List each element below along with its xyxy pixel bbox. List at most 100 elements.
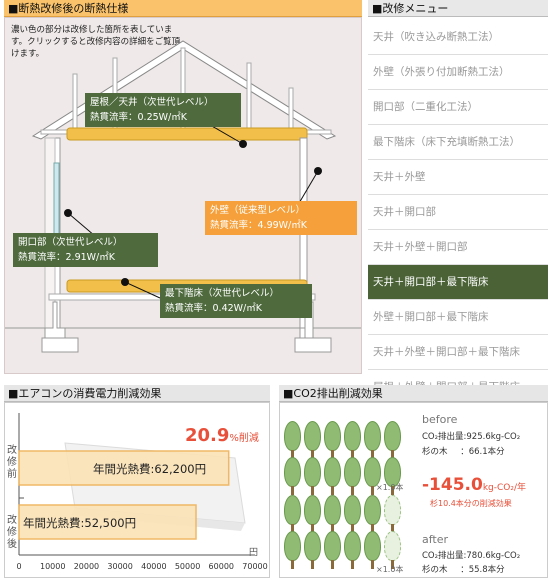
- x-tick-label: 30000: [107, 562, 132, 571]
- cedar-tree-icon: [324, 421, 341, 459]
- cedar-tree-icon: [384, 421, 401, 459]
- after-label: after: [422, 533, 449, 546]
- tree-grid-after: [284, 495, 414, 575]
- cedar-tree-icon: [304, 421, 321, 459]
- foundation-left: [41, 337, 79, 353]
- cedar-tree-icon: [364, 421, 381, 459]
- house-intro-text: 濃い色の部分は改修した箇所を表しています。クリックすると改修内容の詳細をご覧頂け…: [11, 25, 181, 59]
- floor-callout[interactable]: 最下階床（次世代レベル） 熱貫流率：0.42W/㎡K: [160, 284, 312, 318]
- after-emission: CO₂排出量:780.6kg-CO₂: [422, 551, 521, 561]
- after-trees-value: ：55.8本分: [460, 565, 505, 575]
- before-emission: CO₂排出量:925.6kg-CO₂: [422, 432, 521, 442]
- cedar-tree-icon: [324, 457, 341, 495]
- cost-bar: [18, 450, 230, 486]
- floor-callout-value: 熱貫流率：0.42W/㎡K: [165, 303, 262, 314]
- cedar-tree-icon: [284, 421, 301, 459]
- menu-item[interactable]: 天井＋開口部: [368, 195, 548, 230]
- cedar-tree-icon: [284, 495, 301, 533]
- cedar-tree-icon: [304, 495, 321, 533]
- cost-bar-label: 年間光熱費:62,200円: [93, 462, 206, 476]
- menu-item[interactable]: 外壁＋開口部＋最下階床: [368, 300, 548, 335]
- menu-item[interactable]: 天井＋開口部＋最下階床: [368, 265, 548, 300]
- before-trees-value: ：66.1本分: [460, 447, 505, 457]
- co2-delta: -145.0kg-CO₂/年: [422, 475, 526, 495]
- ceiling-insulation: [66, 127, 308, 141]
- menu-item[interactable]: 天井＋外壁: [368, 160, 548, 195]
- menu-item[interactable]: 天井＋外壁＋開口部: [368, 230, 548, 265]
- x-tick-label: 0: [16, 562, 21, 571]
- menu-item[interactable]: 最下階床（床下充填断熱工法）: [368, 125, 548, 160]
- cedar-tree-icon: [384, 457, 401, 495]
- reduction-unit: %削減: [229, 433, 259, 444]
- menu-item[interactable]: 天井（吹き込み断熱工法）: [368, 20, 548, 55]
- roof-callout-value: 熱貫流率：0.25W/㎡K: [90, 112, 187, 123]
- cedar-tree-icon: [364, 495, 381, 533]
- wall-callout-value: 熱貫流率：4.99W/㎡K: [210, 220, 307, 231]
- x-tick-label: 40000: [141, 562, 166, 571]
- x-tick-label: 20000: [74, 562, 99, 571]
- cedar-tree-icon: [344, 495, 361, 533]
- reduction-value: 20.9: [185, 425, 230, 446]
- cedar-tree-icon: [324, 495, 341, 533]
- before-trees-label: 杉の木: [422, 447, 448, 457]
- after-trees: 杉の木 ：55.8本分: [422, 563, 505, 575]
- cedar-tree-icon: [364, 457, 381, 495]
- x-tick-label: 70000: [242, 562, 267, 571]
- cedar-tree-icon: [384, 495, 401, 533]
- before-label: before: [422, 413, 458, 426]
- cedar-tree-icon: [324, 531, 341, 569]
- x-tick-label: 10000: [40, 562, 65, 571]
- x-tick-label: 60000: [209, 562, 234, 571]
- cedar-tree-icon: [344, 421, 361, 459]
- opening-callout-title: 開口部（次世代レベル）: [18, 237, 123, 248]
- menu-item[interactable]: 天井＋外壁＋開口部＋最下階床: [368, 335, 548, 370]
- tree-multiplier-after: ×1.0本: [376, 565, 404, 574]
- tree-grid-before: [284, 421, 414, 501]
- opening-callout-value: 熱貫流率：2.91W/㎡K: [18, 252, 115, 263]
- ac-savings-chart-panel: 20.9%削減 改修前 改修後 円 年間光熱費:62,200円年間光熱費:52,…: [4, 402, 270, 578]
- menu-header: ■改修メニュー: [368, 0, 548, 17]
- co2-delta-sub: 杉10.4本分の削減効果: [430, 499, 512, 508]
- ac-panel-title: ■エアコンの消費電力削減効果: [8, 387, 162, 400]
- co2-panel-title: ■CO2排出削減効果: [283, 387, 383, 400]
- cedar-tree-icon: [284, 531, 301, 569]
- co2-panel-header: ■CO2排出削減効果: [279, 385, 548, 402]
- before-trees: 杉の木 ：66.1本分: [422, 445, 505, 457]
- cedar-tree-icon: [304, 531, 321, 569]
- cedar-tree-icon: [344, 531, 361, 569]
- tree-multiplier-before: ×1.0本: [376, 483, 404, 492]
- house-diagram-panel: 濃い色の部分は改修した箇所を表しています。クリックすると改修内容の詳細をご覧頂け…: [4, 17, 362, 374]
- cedar-tree-icon: [384, 531, 401, 569]
- roof-ceiling-callout[interactable]: 屋根／天井（次世代レベル） 熱貫流率：0.25W/㎡K: [85, 93, 241, 127]
- x-tick-label: 50000: [175, 562, 200, 571]
- ac-panel-header: ■エアコンの消費電力削減効果: [4, 385, 270, 402]
- foundation-right: [294, 337, 332, 353]
- menu-item[interactable]: 開口部（二重化工法）: [368, 90, 548, 125]
- house-cross-section: [5, 40, 361, 353]
- floor-callout-title: 最下階床（次世代レベル）: [165, 288, 280, 299]
- cedar-tree-icon: [284, 457, 301, 495]
- cedar-tree-icon: [344, 457, 361, 495]
- house-panel-header: ■断熱改修後の断熱仕様: [4, 0, 362, 17]
- cedar-tree-icon: [364, 531, 381, 569]
- menu-title: ■改修メニュー: [372, 2, 449, 15]
- co2-delta-unit: kg-CO₂/年: [482, 483, 527, 493]
- roof-callout-title: 屋根／天井（次世代レベル）: [90, 97, 214, 108]
- co2-delta-value: -145.0: [422, 475, 483, 495]
- after-axis-label: 改修後: [7, 515, 17, 550]
- house-panel-title: ■断熱改修後の断熱仕様: [8, 2, 129, 15]
- co2-reduction-panel: ×1.0本 ×1.0本 before CO₂排出量:925.6kg-CO₂ 杉の…: [279, 402, 548, 578]
- x-axis-unit: 円: [249, 548, 259, 558]
- before-axis-label: 改修前: [7, 445, 17, 480]
- cedar-tree-icon: [304, 457, 321, 495]
- wall-callout[interactable]: 外壁（従来型レベル） 熱貫流率：4.99W/㎡K: [205, 201, 357, 235]
- after-trees-label: 杉の木: [422, 565, 448, 575]
- roof-outline: [31, 40, 337, 140]
- opening-callout[interactable]: 開口部（次世代レベル） 熱貫流率：2.91W/㎡K: [13, 233, 158, 267]
- menu-item[interactable]: 外壁（外張り付加断熱工法）: [368, 55, 548, 90]
- reduction-figure: 20.9%削減: [185, 425, 259, 446]
- cost-bar: [18, 504, 197, 540]
- wall-callout-title: 外壁（従来型レベル）: [210, 205, 306, 216]
- cost-bar-label: 年間光熱費:52,500円: [23, 516, 136, 530]
